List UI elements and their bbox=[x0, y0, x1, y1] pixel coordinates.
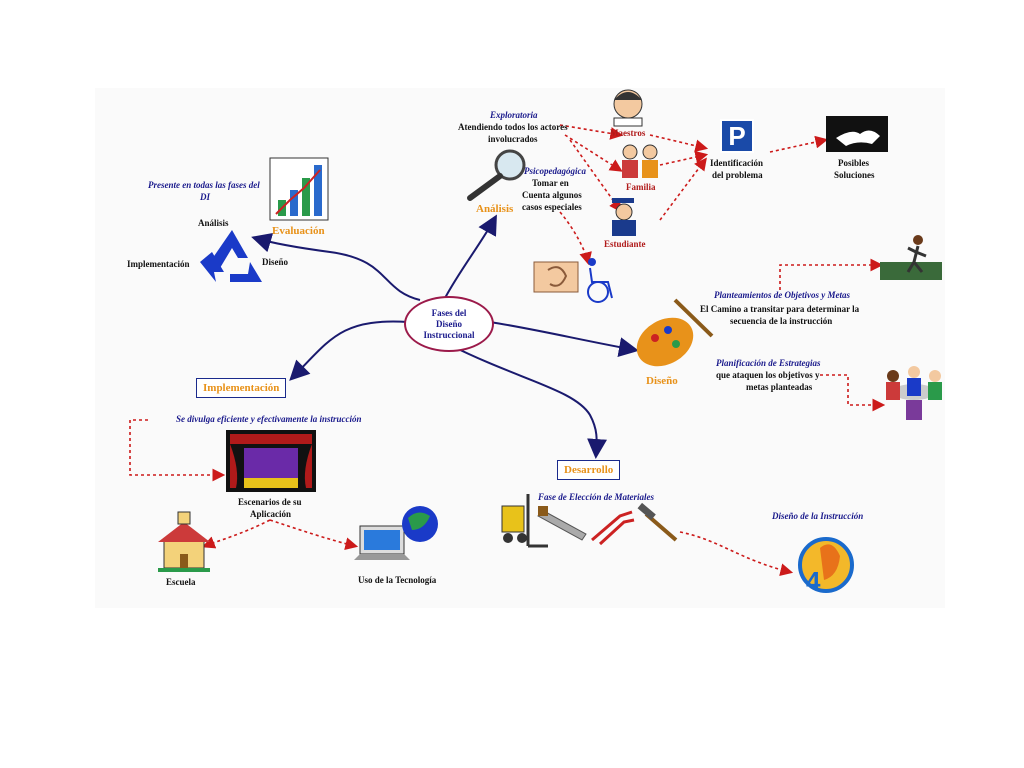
fase-materiales-label: Fase de Elección de Materiales bbox=[538, 492, 654, 502]
evaluacion-note-1: Presente en todas las fases del bbox=[148, 180, 260, 190]
laptop-globe-icon bbox=[354, 506, 438, 560]
plan-estrategias-line-1: que ataquen los objetivos y bbox=[716, 370, 820, 380]
svg-text:4: 4 bbox=[806, 566, 821, 596]
identificacion-line-2: del problema bbox=[712, 170, 763, 180]
forklift-icon bbox=[501, 494, 548, 548]
escuela-label: Escuela bbox=[166, 577, 196, 587]
center-line-2: Diseño bbox=[435, 318, 462, 329]
recycle-icon bbox=[200, 230, 262, 282]
hammer-icon bbox=[637, 502, 678, 542]
connector-evaluacion bbox=[251, 233, 421, 301]
evaluacion-title: Evaluación bbox=[272, 225, 325, 237]
school-icon bbox=[158, 511, 210, 572]
plan-estrategias-label: Planificación de Estrategias bbox=[716, 358, 821, 368]
center-line-3: Instruccional bbox=[423, 329, 475, 340]
maestros-label: Maestros bbox=[610, 128, 646, 138]
handshake-icon bbox=[826, 116, 888, 152]
svg-text:P: P bbox=[728, 121, 745, 151]
tecnologia-label: Uso de la Tecnología bbox=[358, 575, 437, 585]
soluciones-line-2: Soluciones bbox=[834, 170, 875, 180]
estudiante-label: Estudiante bbox=[604, 239, 646, 249]
identificacion-line-1: Identificación bbox=[710, 158, 763, 168]
connector-diseno bbox=[489, 321, 639, 357]
cycle-implementacion: Implementación bbox=[127, 259, 190, 269]
implementacion-note: Se divulga eficiente y efectivamente la … bbox=[176, 414, 362, 424]
connector-implementacion bbox=[289, 320, 409, 381]
implementacion-title: Implementación bbox=[196, 378, 287, 398]
evaluacion-note-2: DI bbox=[200, 192, 211, 202]
exploratoria-line-1: Atendiendo todos los actores bbox=[458, 122, 568, 132]
psico-line-2: Cuenta algunos bbox=[522, 190, 582, 200]
diseno-instruccion-label: Diseño de la Instrucción bbox=[772, 511, 864, 521]
palette-icon bbox=[636, 298, 714, 367]
runner-icon bbox=[880, 235, 942, 280]
familia-label: Familia bbox=[626, 182, 656, 192]
four-badge-icon: 4 bbox=[798, 537, 854, 596]
escenarios-line-2: Aplicación bbox=[250, 509, 292, 519]
connector-analisis bbox=[444, 214, 497, 299]
magnifier-icon bbox=[467, 149, 526, 201]
plan-objetivos-line-2: secuencia de la instrucción bbox=[730, 316, 833, 326]
parking-sign-icon: P bbox=[720, 119, 754, 153]
desarrollo-title: Desarrollo bbox=[557, 460, 621, 480]
exploratoria-label: Exploratoria bbox=[490, 110, 538, 120]
psico-line-3: casos especiales bbox=[522, 202, 582, 212]
psicopedagogica-label: Psicopedagógica bbox=[524, 166, 586, 176]
saw-icon bbox=[537, 506, 587, 541]
escenarios-line-1: Escenarios de su bbox=[238, 497, 302, 507]
bar-chart-icon bbox=[269, 157, 329, 221]
dotted-connectors bbox=[129, 124, 886, 576]
diseno-title: Diseño bbox=[646, 375, 678, 387]
plan-estrategias-line-2: metas planteadas bbox=[746, 382, 813, 392]
soluciones-line-1: Posibles bbox=[838, 158, 870, 168]
center-node: Fases del Diseño Instruccional bbox=[404, 296, 494, 352]
stage-curtain-icon bbox=[226, 430, 316, 492]
pliers-icon bbox=[591, 510, 635, 546]
plan-objetivos-label: Planteamientos de Objetivos y Metas bbox=[714, 290, 850, 300]
cycle-diseno: Diseño bbox=[262, 257, 289, 267]
main-connectors bbox=[251, 214, 639, 459]
cycle-analisis: Análisis bbox=[198, 218, 229, 228]
graduate-icon bbox=[612, 198, 636, 236]
wheelchair-icon bbox=[587, 258, 613, 303]
exploratoria-line-2: involucrados bbox=[488, 134, 538, 144]
teacher-icon bbox=[613, 89, 643, 127]
plan-objetivos-line-1: El Camino a transitar para determinar la bbox=[700, 304, 860, 314]
meeting-icon bbox=[886, 366, 942, 420]
analisis-title: Análisis bbox=[476, 203, 514, 215]
ear-icon bbox=[533, 261, 579, 293]
family-icon bbox=[622, 144, 658, 178]
center-line-1: Fases del bbox=[431, 307, 467, 318]
connector-desarrollo bbox=[449, 344, 608, 459]
psico-line-1: Tomar en bbox=[532, 178, 569, 188]
